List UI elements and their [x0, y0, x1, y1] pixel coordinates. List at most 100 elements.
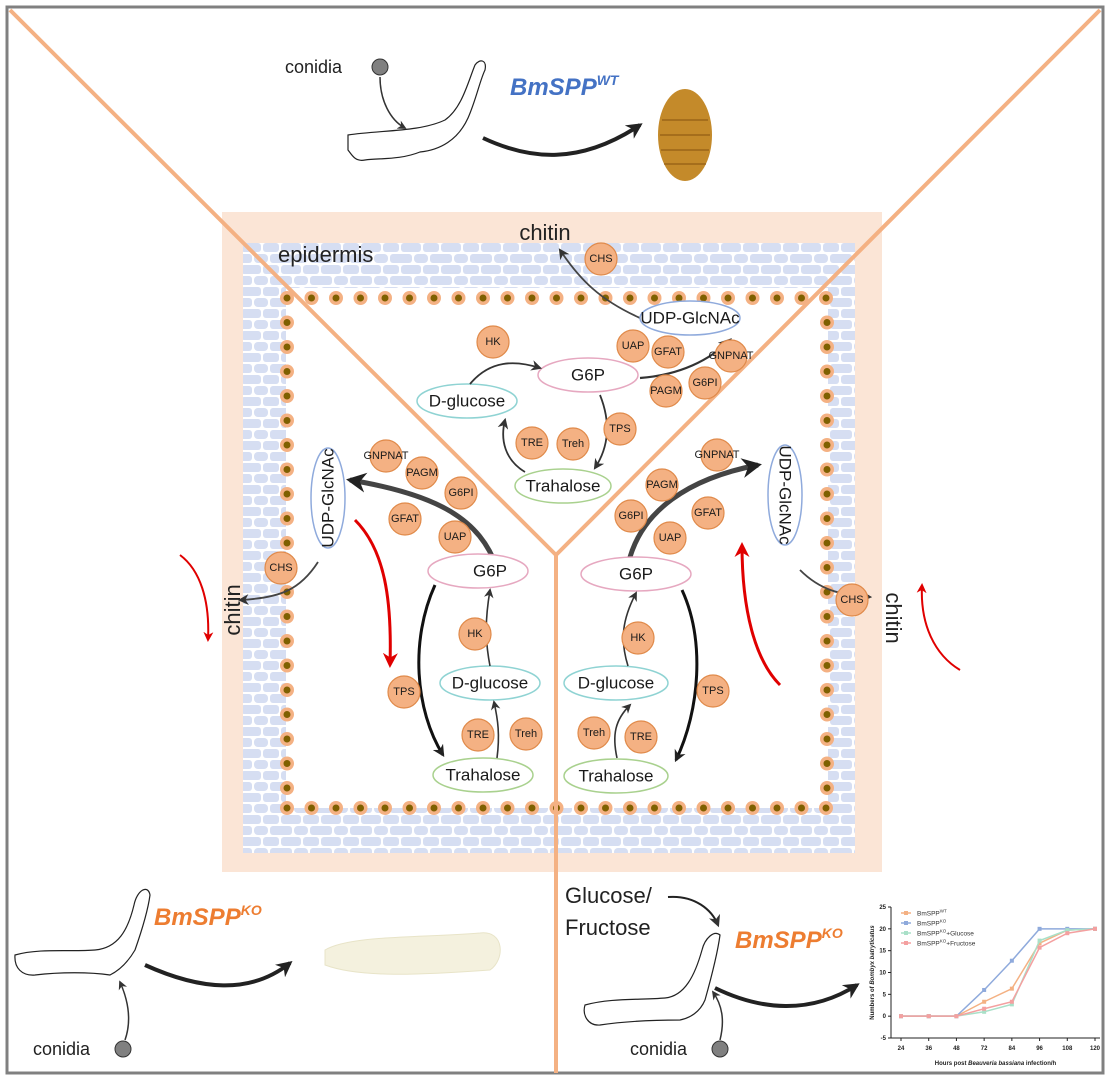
x-tick-label: 72 [981, 1046, 988, 1052]
pathway-left: chitin UDP-GlcNAc G6P D-glucose Trahalos… [179, 447, 541, 793]
membrane-dot [823, 711, 831, 718]
trehalose-right-label: Trahalose [579, 767, 654, 786]
y-tick-label: 25 [879, 905, 886, 911]
arrow-to-chart [714, 983, 860, 1008]
membrane-dot [823, 417, 831, 424]
membrane-dot [283, 441, 291, 449]
conidia-icon-left [114, 1040, 132, 1058]
y-tick-label: 10 [879, 971, 886, 977]
enzyme-gnpnat: GNPNAT [708, 339, 754, 373]
arrow-g6p-to-trehalose-right [674, 589, 699, 763]
enzyme-circle [438, 520, 472, 554]
data-point [1037, 938, 1042, 943]
data-point [1009, 1002, 1014, 1007]
enzyme-circle [387, 675, 421, 709]
enzyme-label: GFAT [694, 507, 722, 519]
data-point [1037, 945, 1042, 950]
enzyme-circle [405, 456, 439, 490]
membrane-dot [823, 735, 831, 743]
enzyme-treh: Treh [577, 716, 611, 750]
membrane-dot [700, 804, 707, 812]
udp-glcnac-right [767, 444, 803, 546]
chart-legend: BmSPPWTBmSPPKOBmSPPKO+GlucoseBmSPPKO+Fru… [901, 909, 976, 948]
membrane-dot [823, 466, 831, 473]
membrane-dot [430, 294, 438, 302]
membrane-dot [822, 294, 830, 302]
silkworm-larva-ko [14, 888, 151, 976]
pathway-top: chitin UDP-GlcNAc G6P D-glucose Trahalos… [416, 220, 741, 504]
arrow-udp-to-chitin-top [558, 248, 641, 319]
mummified-larva-image [324, 932, 501, 975]
enzyme-tps: TPS [387, 675, 421, 709]
membrane-dot [626, 804, 634, 812]
enzyme-label: CHS [269, 562, 292, 574]
membrane-dot [823, 637, 831, 645]
membrane-dot [357, 294, 364, 302]
enzyme-chs: CHS [835, 583, 869, 617]
membrane-dot [823, 490, 831, 498]
enzyme-g6pi: G6PI [688, 366, 722, 400]
data-point [1065, 928, 1070, 933]
enzyme-label: TRE [467, 729, 489, 741]
membrane-dot [504, 294, 511, 302]
enzyme-treh: Treh [509, 717, 543, 751]
genotype-wt: BmSPPWT [510, 72, 620, 101]
enzyme-label: GNPNAT [363, 450, 408, 462]
membrane-dot [651, 294, 658, 302]
enzyme-tre: TRE [624, 720, 658, 754]
enzyme-label: UAP [659, 532, 682, 544]
enzyme-chs: CHS [584, 242, 618, 276]
quadrant-dividers [8, 8, 1102, 1073]
enzyme-circle [614, 499, 648, 533]
trehalose-left-label: Trahalose [446, 766, 521, 785]
udp-glcnac-right-label: UDP-GlcNAc [776, 445, 795, 545]
y-tick-label: -5 [881, 1036, 887, 1042]
conidia-label-left: conidia [33, 1039, 91, 1059]
membrane-dot [749, 804, 756, 812]
membrane-dot [724, 804, 732, 812]
enzyme-label: HK [467, 628, 483, 640]
membrane-dot [283, 319, 291, 326]
enzyme-circle [653, 521, 687, 555]
chitin-label-right: chitin [881, 592, 906, 643]
membrane-dot [283, 686, 291, 694]
panel-ko-sugar: Glucose/ Fructose BmSPPKO conidia [565, 883, 860, 1059]
enzyme-chs: CHS [264, 551, 298, 585]
membrane-dot [823, 343, 831, 351]
series-line [901, 928, 1096, 1017]
dglucose-right-label: D-glucose [578, 674, 655, 693]
arrow-conidia-to-larva-top [379, 76, 407, 129]
membrane-dot [430, 804, 438, 812]
enzyme-gnpnat: GNPNAT [694, 438, 740, 472]
enzyme-label: G6PI [618, 510, 643, 522]
enzyme-label: UAP [444, 531, 467, 543]
udp-glcnac-left-label: UDP-GlcNAc [319, 448, 338, 548]
membrane-dot [823, 515, 831, 522]
membrane-dot [822, 804, 830, 812]
enzyme-circle [691, 496, 725, 530]
enzyme-circle [577, 716, 611, 750]
data-point [926, 1014, 931, 1019]
y-axis-label: Numbers of Bombyx batryticatus [870, 925, 876, 1020]
enzyme-circle [688, 366, 722, 400]
enzyme-tps: TPS [603, 412, 637, 446]
enzyme-gfat: GFAT [388, 502, 422, 536]
enzyme-label: TPS [393, 686, 414, 698]
enzyme-label: GNPNAT [694, 449, 739, 461]
membrane-dot [773, 294, 781, 302]
enzyme-label: Treh [562, 438, 584, 450]
membrane-dot [283, 735, 291, 743]
trehalose-top-label: Trahalose [526, 477, 601, 496]
membrane-dot [823, 539, 831, 547]
membrane-dot [823, 613, 831, 620]
membrane-dot [602, 804, 609, 812]
membrane-dot [283, 539, 291, 547]
red-arrow-outer-right [916, 583, 961, 671]
legend-marker [904, 941, 908, 945]
y-tick-label: 5 [883, 992, 887, 998]
enzyme-label: GNPNAT [708, 350, 753, 362]
red-arrow-inner-right [734, 542, 782, 687]
enzyme-circle [616, 329, 650, 363]
membrane-dot [283, 294, 291, 302]
